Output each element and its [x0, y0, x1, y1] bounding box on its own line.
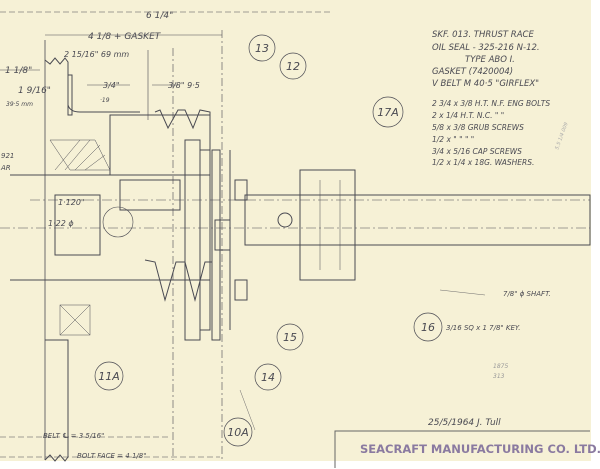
dim-1-9-16: 1 9/16" — [18, 86, 51, 96]
svg-text:OIL SEAL - 325-216 N-12.: OIL SEAL - 325-216 N-12. — [432, 43, 540, 53]
linework — [0, 11, 591, 462]
dim-overall: 6 1/4" — [146, 11, 173, 21]
svg-text:3/4 x 5/16 CAP SCREWS: 3/4 x 5/16 CAP SCREWS — [432, 147, 522, 156]
dim-bolt-face: BOLT FACE = 4 1/8" — [77, 452, 146, 460]
dim-bore-1120: 1·120" — [58, 198, 85, 207]
svg-text:2 x 1/4 H.T. N.C. " ": 2 x 1/4 H.T. N.C. " " — [432, 111, 504, 120]
dim-gasket: 4 1/8 + GASKET — [88, 32, 162, 42]
parts-notes: SKF. 013. THRUST RACE OIL SEAL - 325-216… — [432, 30, 570, 167]
balloon-15: 15 — [276, 323, 304, 351]
svg-text:2 3/4 x 3/8 H.T. N.F. ENG BOL: 2 3/4 x 3/8 H.T. N.F. ENG BOLTS — [432, 99, 550, 108]
shaft-label: 7/8" ϕ SHAFT. — [503, 290, 551, 298]
dim-belt-centre: BELT ℄ = 3 5/16" — [43, 432, 104, 440]
key-label: 3/16 SQ x 1 7/8" KEY. — [446, 324, 521, 332]
svg-text:1/2 x " " " ": 1/2 x " " " " — [432, 135, 474, 144]
svg-text:313: 313 — [493, 373, 505, 380]
svg-text:15: 15 — [283, 331, 297, 344]
balloon-11a: 11A — [94, 361, 124, 391]
svg-text:11A: 11A — [98, 370, 120, 383]
dim-mm: 39·5 mm — [6, 101, 33, 108]
svg-text:10A: 10A — [227, 426, 249, 439]
balloon-16: 16 — [413, 312, 443, 342]
svg-text:AR: AR — [0, 164, 11, 172]
svg-text:SEACRAFT MANUFACTURING CO. LTD: SEACRAFT MANUFACTURING CO. LTD. — [360, 442, 600, 456]
dim-2-15-16: 2 15/16" 69 mm — [64, 50, 129, 59]
signature: 25/5/1964 J. Tull — [428, 418, 501, 428]
dim-1-1-8: 1 1/8" — [5, 66, 32, 76]
svg-text:TYPE ABO I.: TYPE ABO I. — [465, 55, 515, 65]
svg-text:GASKET (7420004): GASKET (7420004) — [432, 67, 513, 77]
svg-text:921: 921 — [1, 152, 14, 160]
dim-3-8: 3/8" 9·5 — [168, 81, 200, 90]
svg-text:16: 16 — [421, 321, 435, 334]
dim-3-4: 3/4" — [103, 81, 120, 90]
balloon-17a: 17A — [372, 96, 404, 128]
svg-text:12: 12 — [286, 60, 300, 73]
svg-text:5/8 x 3/8 GRUB SCREWS: 5/8 x 3/8 GRUB SCREWS — [432, 123, 524, 132]
svg-text:V BELT M 40·5 "GIRFLEX": V BELT M 40·5 "GIRFLEX" — [432, 79, 539, 89]
svg-text:SKF. 013. THRUST RACE: SKF. 013. THRUST RACE — [432, 30, 534, 40]
dimension-labels: 6 1/4" 4 1/8 + GASKET 2 15/16" 69 mm 1 1… — [0, 11, 551, 460]
balloon-12: 12 — [279, 52, 307, 80]
dim-3-4-mm: ·19 — [100, 97, 110, 104]
company-stamp: SEACRAFT MANUFACTURING CO. LTD. — [334, 430, 600, 468]
svg-text:17A: 17A — [377, 106, 399, 119]
dim-bore-122: 1·22 ϕ — [48, 219, 74, 228]
svg-text:13: 13 — [255, 42, 269, 55]
svg-text:1875: 1875 — [493, 363, 508, 370]
balloon-10a: 10A — [223, 417, 253, 447]
balloon-14: 14 — [254, 363, 282, 391]
paper — [0, 0, 591, 461]
svg-text:14: 14 — [261, 371, 275, 384]
balloons: 13 12 17A 15 14 11A 10A 16 — [94, 34, 443, 447]
balloon-13: 13 — [248, 34, 276, 62]
svg-text:1/2 x 1/4 x 18G. WASHERS.: 1/2 x 1/4 x 18G. WASHERS. — [432, 158, 534, 167]
